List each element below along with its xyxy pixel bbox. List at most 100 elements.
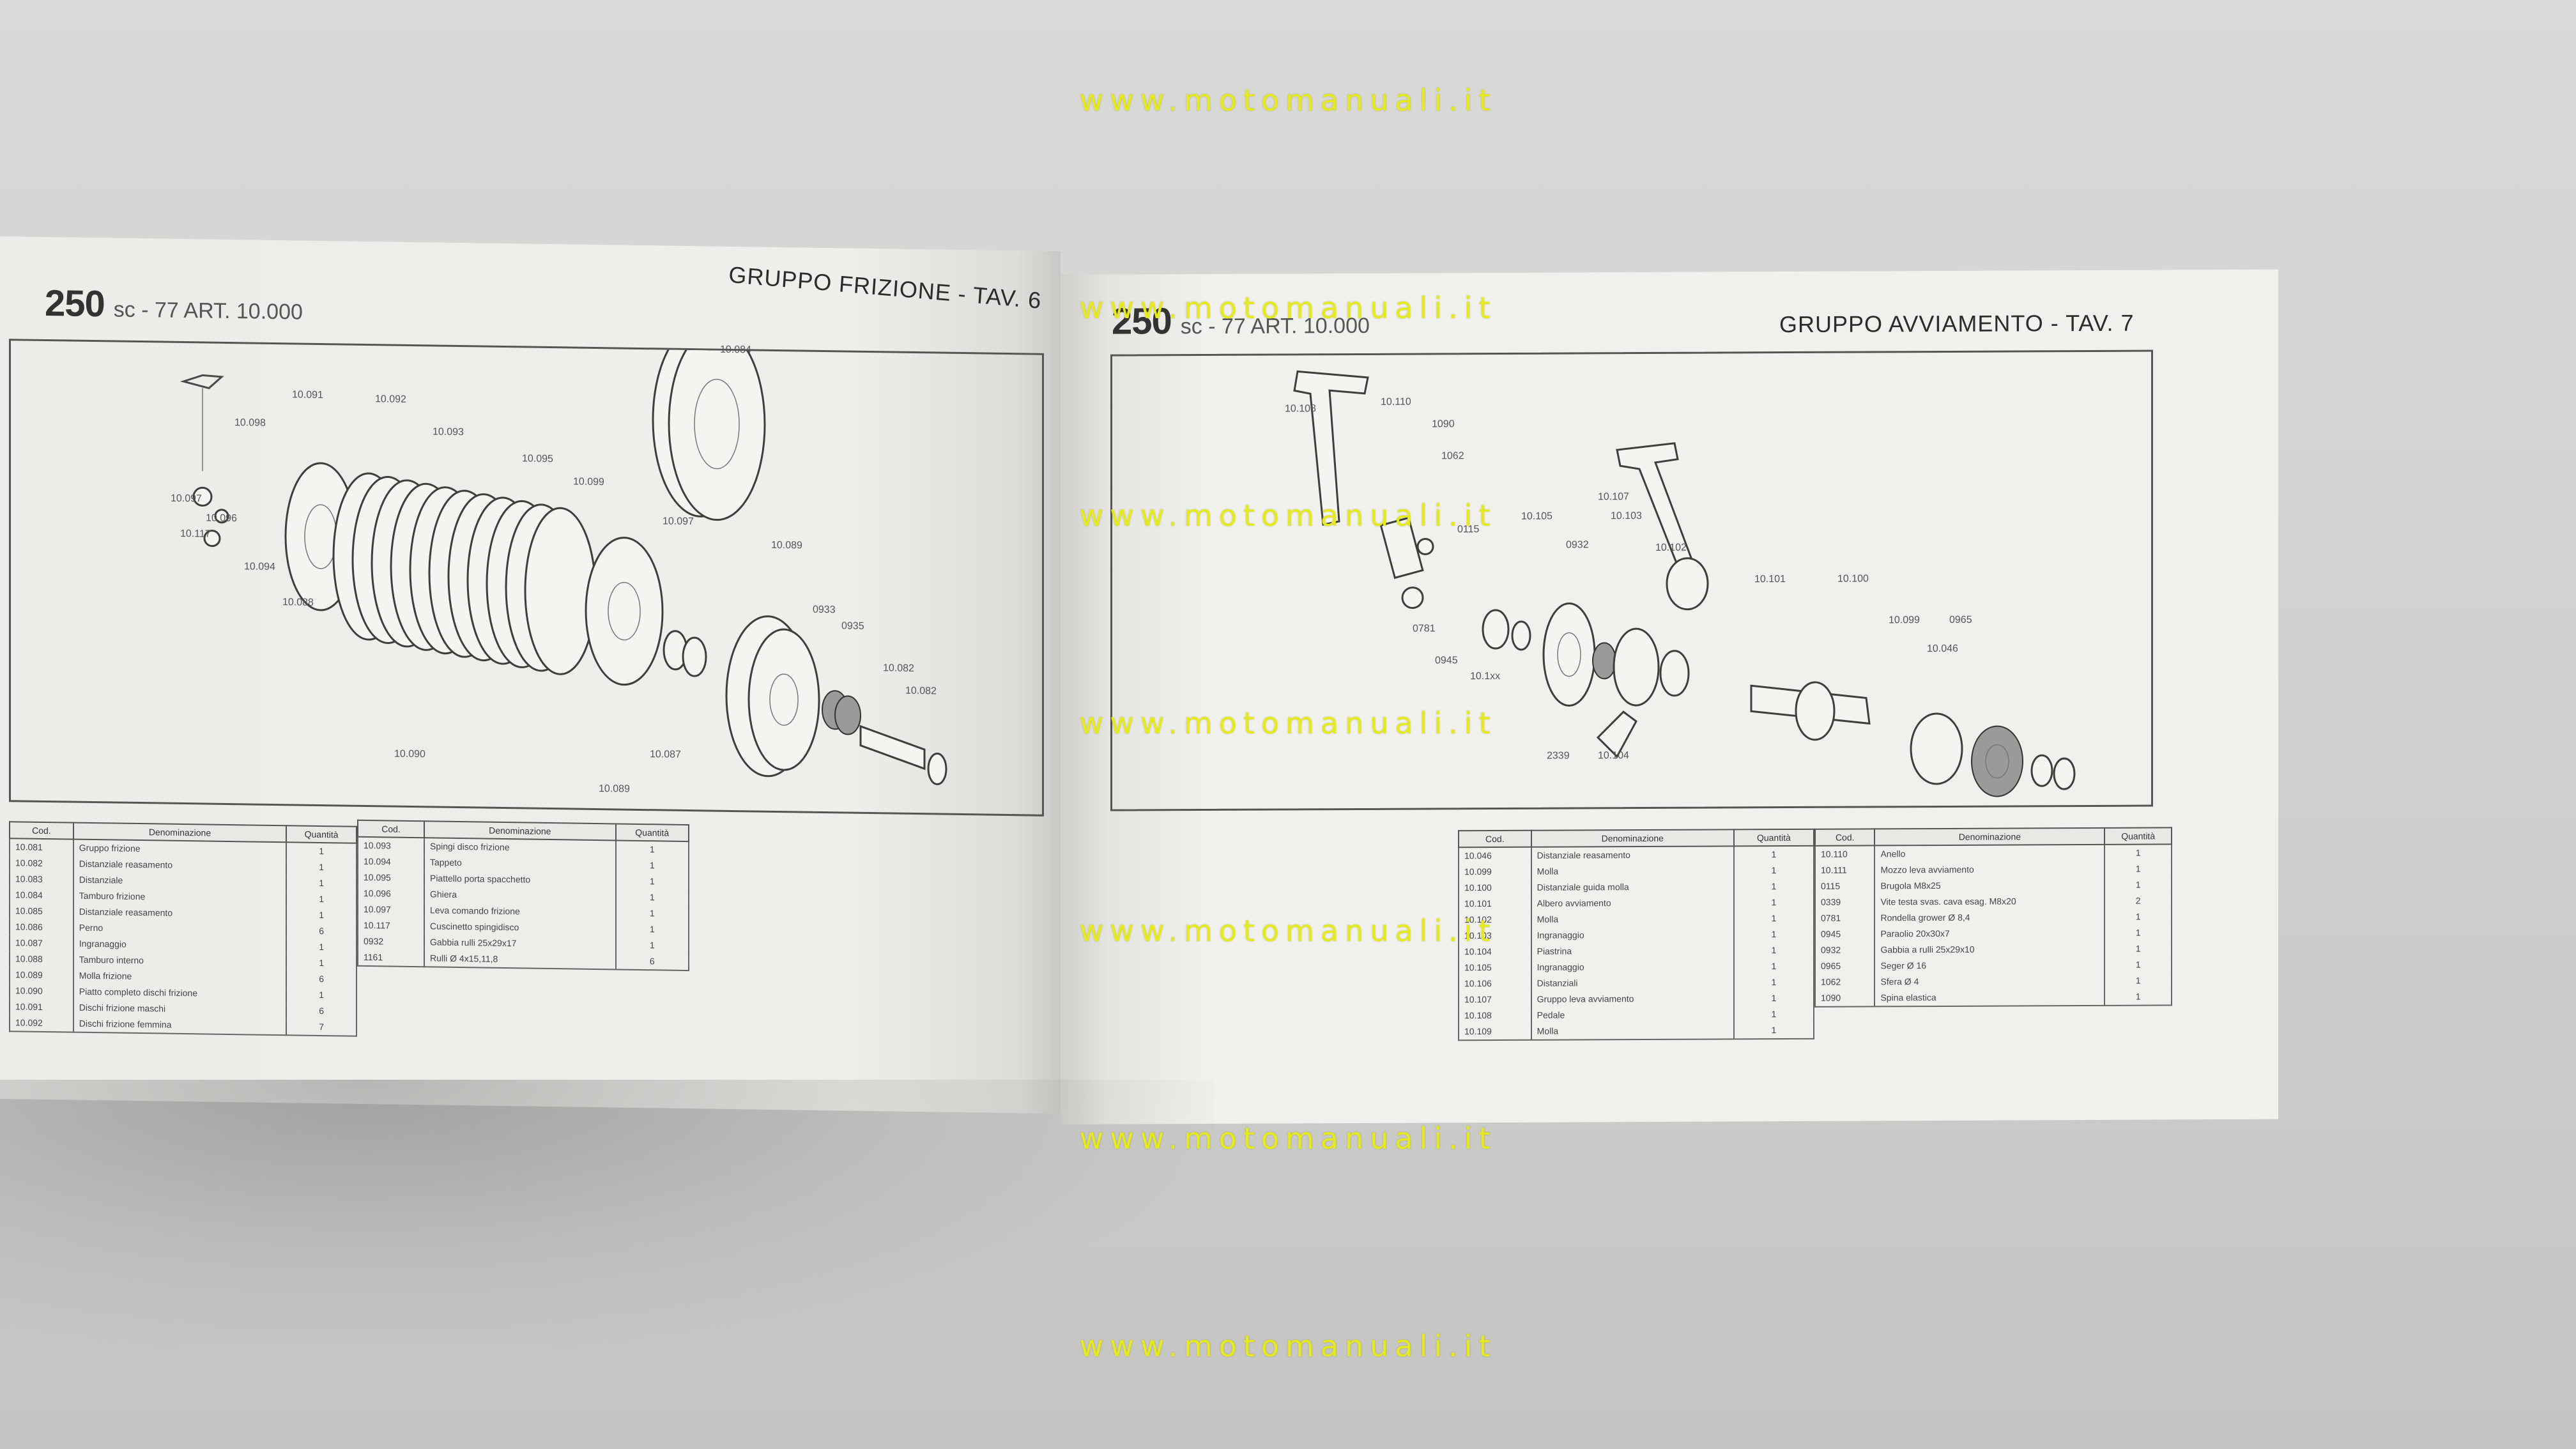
- diagram-frame: 10.108 10.110 1090 1062 10.107 0115 10.1…: [1110, 349, 2153, 811]
- callout-label: 10.104: [1598, 750, 1629, 762]
- part-description: Pedale: [1531, 1006, 1734, 1023]
- inner-drum: [585, 537, 664, 686]
- callout-label: 0945: [1435, 655, 1458, 666]
- watermark-text: www.motomanuali.it: [1079, 1121, 1497, 1156]
- lever-part: [180, 374, 224, 390]
- callout-label: 0932: [1566, 539, 1589, 551]
- part-code: 10.109: [1459, 1023, 1531, 1041]
- kickstart-exploded-diagram: [1293, 370, 2076, 797]
- part-code: 10.095: [358, 869, 424, 887]
- col-header-quantita: Quantità: [1733, 829, 1814, 847]
- part-quantity: 1: [286, 954, 356, 972]
- part-code: 10.105: [1459, 959, 1531, 976]
- watermark-text: www.motomanuali.it: [1079, 498, 1497, 533]
- callout-label: 1062: [1441, 450, 1464, 462]
- part-quantity: 1: [1733, 878, 1814, 895]
- part-code: 10.106: [1459, 975, 1531, 992]
- part-quantity: 1: [615, 873, 689, 891]
- left-page: 250 sc - 77 ART. 10.000 GRUPPO FRIZIONE …: [0, 236, 1061, 1114]
- part-quantity: 1: [286, 859, 356, 876]
- part-quantity: 1: [286, 875, 356, 892]
- part-quantity: 6: [615, 953, 689, 971]
- part-description: Spina elastica: [1874, 988, 2105, 1007]
- kick-pedal: [1293, 370, 1369, 526]
- part-description: Vite testa svas. cava esag. M8x20: [1874, 893, 2105, 910]
- callout-label: 10.094: [244, 561, 275, 573]
- col-header-denominazione: Denominazione: [1874, 827, 2105, 846]
- part-description: Mozzo leva avviamento: [1874, 861, 2105, 878]
- part-quantity: 1: [1733, 958, 1814, 975]
- part-quantity: 1: [615, 889, 689, 907]
- part-quantity: 1: [1733, 974, 1814, 991]
- right-page: 250 sc - 77 ART. 10.000 GRUPPO AVVIAMENT…: [1061, 269, 2278, 1124]
- part-quantity: 1: [286, 891, 356, 908]
- part-quantity: 6: [286, 970, 356, 988]
- part-code: 10.082: [10, 855, 73, 872]
- part-code: 10.093: [358, 836, 424, 855]
- callout-label: 0935: [841, 620, 864, 632]
- part-code: 10.092: [10, 1015, 73, 1032]
- callout-label: 10.102: [1655, 542, 1687, 553]
- part-description: Distanziale reasamento: [1531, 846, 1734, 864]
- part-code: 0115: [1815, 878, 1875, 894]
- col-header-cod: Cod.: [1459, 830, 1531, 848]
- part-code: 10.081: [10, 838, 73, 856]
- part-description: Albero avviamento: [1531, 894, 1734, 912]
- part-description: Anello: [1874, 844, 2105, 862]
- callout-label: 10.093: [433, 426, 464, 438]
- part-code: 0965: [1815, 958, 1875, 974]
- part-code: 10.090: [10, 983, 73, 1000]
- page-shadow: [0, 1080, 1214, 1348]
- callout-label: 10.089: [771, 539, 802, 551]
- part-code: 10.107: [1459, 991, 1531, 1008]
- clutch-housing: [652, 323, 766, 521]
- callout-label: 10.092: [375, 394, 406, 405]
- callout-label: 10.101: [1754, 574, 1786, 585]
- part-description: Rulli Ø 4x15,11,8: [424, 950, 616, 970]
- callout-label: 10.110: [1381, 396, 1411, 408]
- clutch-exploded-diagram: [180, 323, 947, 785]
- part-code: 0339: [1815, 894, 1875, 910]
- part-description: Sfera Ø 4: [1874, 972, 2105, 990]
- part-quantity: 1: [1733, 894, 1814, 911]
- callout-label: 10.089: [599, 783, 630, 795]
- col-header-quantita: Quantità: [615, 824, 689, 842]
- part-code: 10.046: [1459, 847, 1531, 864]
- part-quantity: 6: [286, 1002, 356, 1020]
- part-quantity: 1: [1733, 1006, 1814, 1023]
- watermark-text: www.motomanuali.it: [1079, 83, 1497, 118]
- callout-label: 10.100: [1837, 573, 1869, 585]
- part-quantity: 1: [1733, 990, 1814, 1007]
- callout-label: 0781: [1413, 623, 1436, 634]
- callout-label: 10.1xx: [1470, 670, 1501, 682]
- col-header-cod: Cod.: [1815, 829, 1875, 846]
- part-quantity: 1: [2104, 861, 2172, 877]
- col-header-quantita: Quantità: [286, 825, 356, 843]
- callout-label: 10.082: [883, 663, 914, 674]
- part-quantity: 1: [286, 986, 356, 1004]
- part-code: 10.094: [358, 853, 424, 871]
- part-description: Dischi frizione femmina: [73, 1015, 287, 1036]
- callout-label: 10.099: [573, 476, 604, 488]
- part-quantity: 1: [2104, 844, 2172, 861]
- part-code: 10.084: [10, 887, 73, 904]
- watermark-text: www.motomanuali.it: [1079, 706, 1497, 740]
- part-code: 10.096: [358, 885, 424, 903]
- part-quantity: 2: [2104, 893, 2172, 909]
- part-code: 10.111: [1815, 862, 1875, 878]
- callout-label: 0933: [813, 604, 836, 616]
- watermark-text: www.motomanuali.it: [1079, 291, 1497, 325]
